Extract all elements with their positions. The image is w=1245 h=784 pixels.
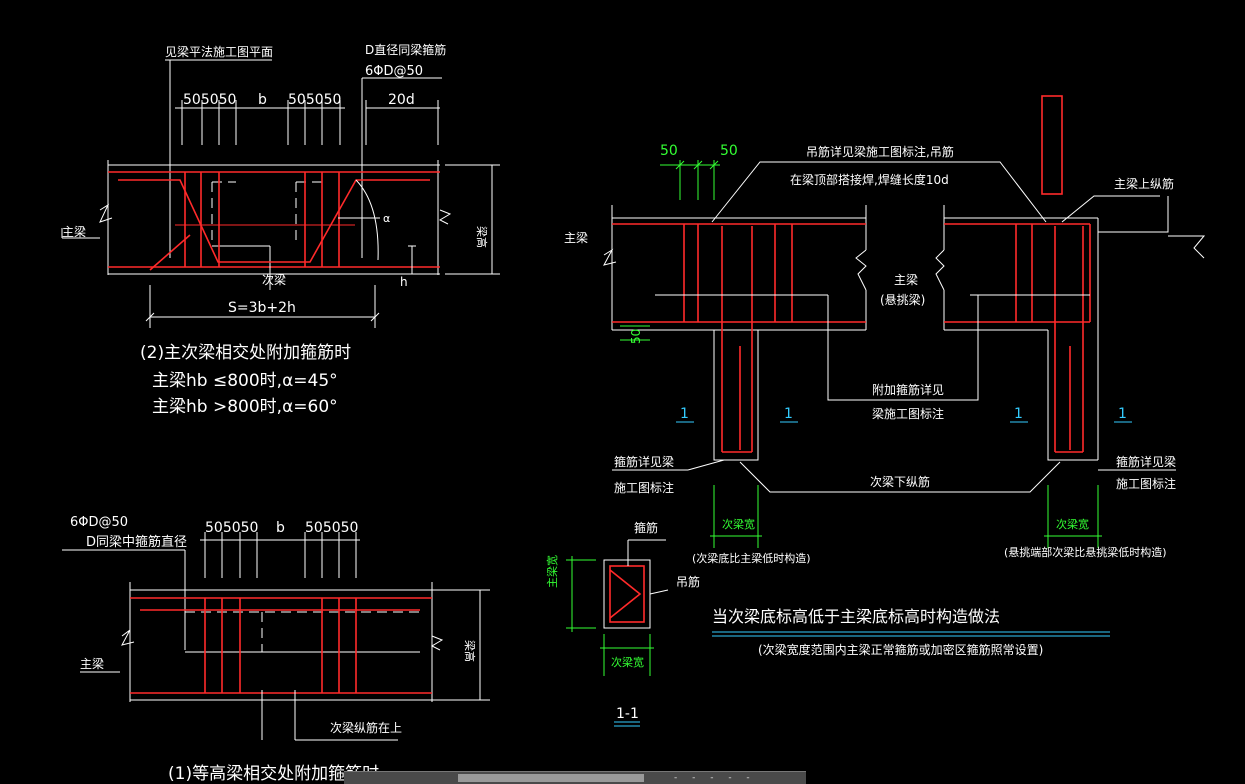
detail-1-labels: 6ΦD@50 D同梁中箍筋直径 505050 b 505050 主梁 梁高 次梁… <box>70 515 477 783</box>
detail-3-additional-note-1: 附加箍筋详见 <box>872 382 944 397</box>
detail-1-dim-b: b <box>276 520 285 536</box>
detail-3-main-beam-label: 主梁 <box>564 230 588 245</box>
detail-3-dim-50-bottom: 50 <box>629 329 643 344</box>
section-1-1-title: 1-1 <box>616 706 639 722</box>
detail-3-drawing <box>603 95 1206 548</box>
detail-1-main-beam-label: 主梁 <box>80 656 104 671</box>
detail-2-secondary-beam-label: 次梁 <box>262 272 286 287</box>
detail-3-case-left: (次梁底比主梁低时构造) <box>692 551 811 565</box>
detail-3-width-left: 次梁宽 <box>722 517 755 531</box>
detail-1-dim-left: 505050 <box>205 520 258 536</box>
section-1-1-labels: 箍筋 吊筋 主梁宽 次梁宽 1-1 <box>545 520 700 722</box>
detail-3-section-mark-3: 1 <box>1014 406 1023 422</box>
detail-3-case-right: (悬挑端部次梁比悬挑梁低时构造) <box>1004 545 1167 559</box>
detail-3-stirrup-note-left-1: 箍筋详见梁 <box>614 454 674 469</box>
section-1-1-hanger-label: 吊筋 <box>676 574 700 589</box>
detail-3-stirrup-note-right-2: 施工图标注 <box>1116 476 1176 491</box>
section-1-1-width-vertical: 主梁宽 <box>545 555 559 588</box>
detail-1-dim-right: 505050 <box>305 520 358 536</box>
detail-3-hanger-note-1: 吊筋详见梁施工图标注,吊筋 <box>806 144 954 159</box>
detail-2-alpha-label: α <box>383 212 390 225</box>
detail-3-hanger-note-2: 在梁顶部搭接焊,焊缝长度10d <box>790 172 949 187</box>
detail-3-stirrup-note-left-2: 施工图标注 <box>614 480 674 495</box>
detail-2-labels: 见梁平法施工图平面 D直径同梁箍筋 6ΦD@50 505050 b 505050… <box>62 42 489 417</box>
detail-2-diameter-label: D直径同梁箍筋 <box>365 42 446 57</box>
detail-3-labels: 50 50 50 吊筋详见梁施工图标注,吊筋 在梁顶部搭接焊,焊缝长度10d 主… <box>564 143 1176 565</box>
detail-3-width-right: 次梁宽 <box>1056 517 1089 531</box>
detail-3-top-rebar-label: 主梁上纵筋 <box>1114 176 1174 191</box>
detail-1-rebar-note: 次梁纵筋在上 <box>330 720 402 735</box>
detail-1-caption: (1)等高梁相交处附加箍筋时 <box>168 764 379 783</box>
heading-subtitle: (次梁宽度范围内主梁正常箍筋或加密区箍筋照常设置) <box>758 642 1043 657</box>
detail-2-rule-2: 主梁hb >800时,α=60° <box>152 397 338 417</box>
detail-2-height-label: 梁高 <box>475 226 489 248</box>
detail-2-dim-b: b <box>258 92 267 108</box>
detail-1-drawing <box>62 532 490 741</box>
detail-3-cantilever-label-2: (悬挑梁) <box>880 292 925 307</box>
section-1-1-drawing <box>566 539 669 727</box>
detail-2-dim-20d: 20d <box>388 92 415 108</box>
detail-2-rule-1: 主梁hb ≤800时,α=45° <box>152 371 338 391</box>
detail-2-dim-left: 505050 <box>183 92 236 108</box>
scrollbar-thumb[interactable] <box>458 774 644 782</box>
section-1-1-width-horizontal: 次梁宽 <box>611 655 644 669</box>
detail-2-dim-right: 505050 <box>288 92 341 108</box>
detail-3-stirrup-note-right-1: 箍筋详见梁 <box>1116 454 1176 469</box>
detail-3-dim-50-right: 50 <box>720 143 738 159</box>
detail-1-height-label: 梁高 <box>463 640 477 662</box>
detail-3-section-mark-4: 1 <box>1118 406 1127 422</box>
section-1-1-stirrup-label: 箍筋 <box>634 520 658 535</box>
detail-2-caption: (2)主次梁相交处附加箍筋时 <box>140 343 351 363</box>
detail-3-additional-note-2: 梁施工图标注 <box>872 406 944 421</box>
detail-2-plan-label: 见梁平法施工图平面 <box>165 44 273 59</box>
horizontal-scrollbar[interactable]: - - - - - <box>344 771 806 784</box>
detail-3-section-mark-2: 1 <box>784 406 793 422</box>
detail-2-stirrup-spec: 6ΦD@50 <box>365 64 423 79</box>
detail-2-h-label: h <box>400 275 408 289</box>
detail-3-cantilever-label-1: 主梁 <box>894 272 918 287</box>
detail-3-dim-50-left: 50 <box>660 143 678 159</box>
heading-block: 当次梁底标高低于主梁底标高时构造做法 (次梁宽度范围内主梁正常箍筋或加密区箍筋照… <box>712 607 1110 657</box>
detail-1-stirrup-spec: 6ΦD@50 <box>70 515 128 530</box>
detail-2-drawing <box>61 59 500 328</box>
heading-title: 当次梁底标高低于主梁底标高时构造做法 <box>712 607 1000 626</box>
detail-2-main-beam-label: 主梁 <box>62 224 86 239</box>
detail-3-section-mark-1: 1 <box>680 406 689 422</box>
detail-1-diameter-label: D同梁中箍筋直径 <box>86 534 187 550</box>
scrollbar-indicator: - - - - - <box>674 773 756 783</box>
detail-3-bottom-rebar-label: 次梁下纵筋 <box>870 474 930 489</box>
detail-2-s-dim: S=3b+2h <box>228 300 296 316</box>
